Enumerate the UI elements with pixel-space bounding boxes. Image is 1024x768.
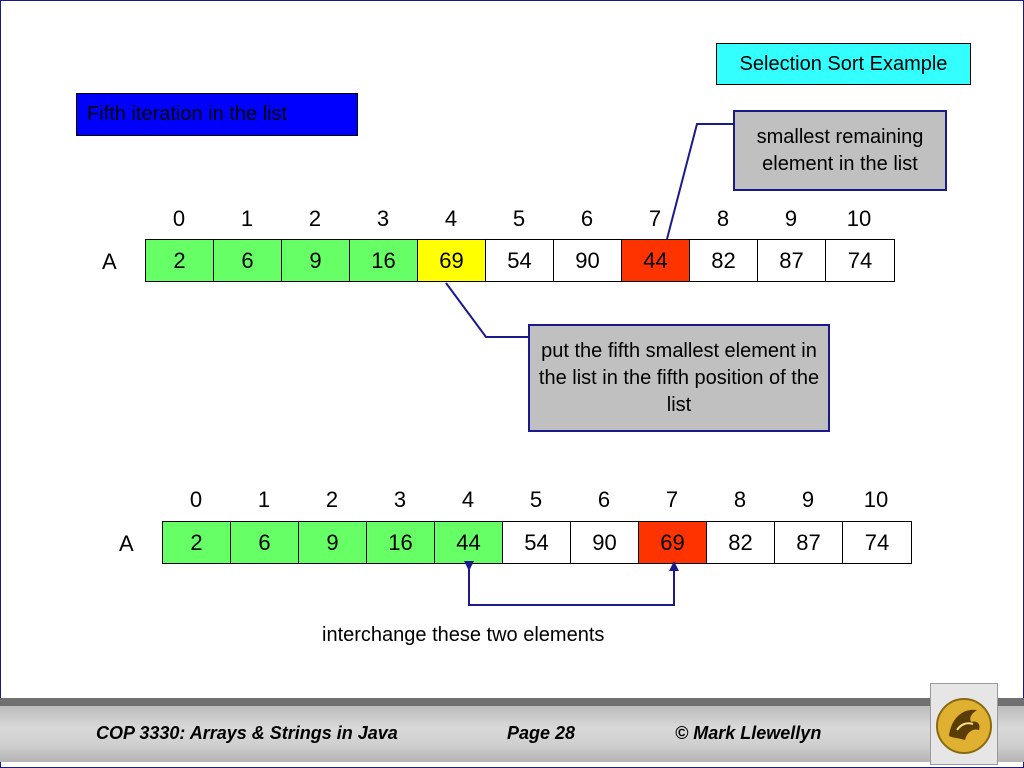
slide-title: Selection Sort Example [716, 43, 971, 85]
array-before-index-0: 0 [172, 206, 186, 231]
array-after-cell-4: 44 [435, 522, 503, 563]
array-after-index-0: 0 [189, 487, 203, 512]
array-before-index-2: 2 [308, 206, 322, 231]
swap-arrow [464, 561, 679, 606]
array-before-index-7: 7 [648, 206, 662, 231]
footer-course: COP 3330: Arrays & Strings in Java [96, 723, 398, 743]
array-before-cell-0: 2 [146, 240, 214, 281]
array-after-cell-10: 74 [843, 522, 911, 563]
array-before-cell-9: 87 [758, 240, 826, 281]
array-after-index-1: 1 [257, 487, 271, 512]
array-after-index-9: 9 [801, 487, 815, 512]
array-after-index-8: 8 [733, 487, 747, 512]
array-after-cell-5: 54 [503, 522, 571, 563]
callout-smallest-remaining-text: smallest remaining element in the list [756, 125, 924, 175]
array-before-cell-10: 74 [826, 240, 894, 281]
array-after-index-10: 10 [863, 487, 889, 512]
callout-fifth-position-text: put the fifth smallest element in the li… [538, 339, 820, 416]
array-after-cell-9: 87 [775, 522, 843, 563]
array-before-index-1: 1 [240, 206, 254, 231]
iteration-label-text: Fifth iteration in the list [87, 103, 288, 125]
array-after-cell-1: 6 [231, 522, 299, 563]
array-after-cell-3: 16 [367, 522, 435, 563]
iteration-label-box: Fifth iteration in the list [76, 93, 358, 136]
array-before-index-10: 10 [846, 206, 872, 231]
connector-middle-callout [445, 282, 528, 338]
array-after-label: A [119, 531, 134, 556]
connector-top-callout [666, 123, 733, 240]
array-after-index-5: 5 [529, 487, 543, 512]
array-before-cell-3: 16 [350, 240, 418, 281]
array-after-cell-7: 69 [639, 522, 707, 563]
array-after-index-4: 4 [461, 487, 475, 512]
array-after-cell-0: 2 [163, 522, 231, 563]
array-after-index-3: 3 [393, 487, 407, 512]
array-before-cell-5: 54 [486, 240, 554, 281]
footer-page: Page 28 [507, 723, 576, 743]
footer-author: © Mark Llewellyn [675, 723, 822, 743]
array-before-index-5: 5 [512, 206, 526, 231]
array-before-index-8: 8 [716, 206, 730, 231]
array-before-cell-8: 82 [690, 240, 758, 281]
array-before-label: A [102, 249, 117, 274]
slide-title-text: Selection Sort Example [739, 52, 948, 75]
array-before-index-row: 0 1 2 3 4 5 6 7 8 9 10 [145, 204, 893, 234]
callout-fifth-position: put the fifth smallest element in the li… [528, 324, 830, 432]
array-after-index-6: 6 [597, 487, 611, 512]
pegasus-logo-icon [930, 683, 998, 765]
footer-bar [0, 706, 1024, 762]
swap-caption: interchange these two elements [322, 624, 605, 646]
footer-top-rule [0, 698, 1024, 706]
array-before-cell-2: 9 [282, 240, 350, 281]
array-after-index-row: 0 1 2 3 4 5 6 7 8 9 10 [162, 485, 910, 515]
array-after-cell-8: 82 [707, 522, 775, 563]
array-before-cell-4: 69 [418, 240, 486, 281]
callout-smallest-remaining: smallest remaining element in the list [733, 110, 947, 191]
array-before-index-4: 4 [444, 206, 458, 231]
array-before-index-6: 6 [580, 206, 594, 231]
array-before-cell-1: 6 [214, 240, 282, 281]
array-before-index-3: 3 [376, 206, 390, 231]
array-after-cell-2: 9 [299, 522, 367, 563]
array-after-cell-6: 90 [571, 522, 639, 563]
array-after-index-2: 2 [325, 487, 339, 512]
array-after-index-7: 7 [665, 487, 679, 512]
array-before-index-9: 9 [784, 206, 798, 231]
array-before-cell-7: 44 [622, 240, 690, 281]
array-before-cell-6: 90 [554, 240, 622, 281]
pegasus-logo-graphic [936, 698, 992, 754]
